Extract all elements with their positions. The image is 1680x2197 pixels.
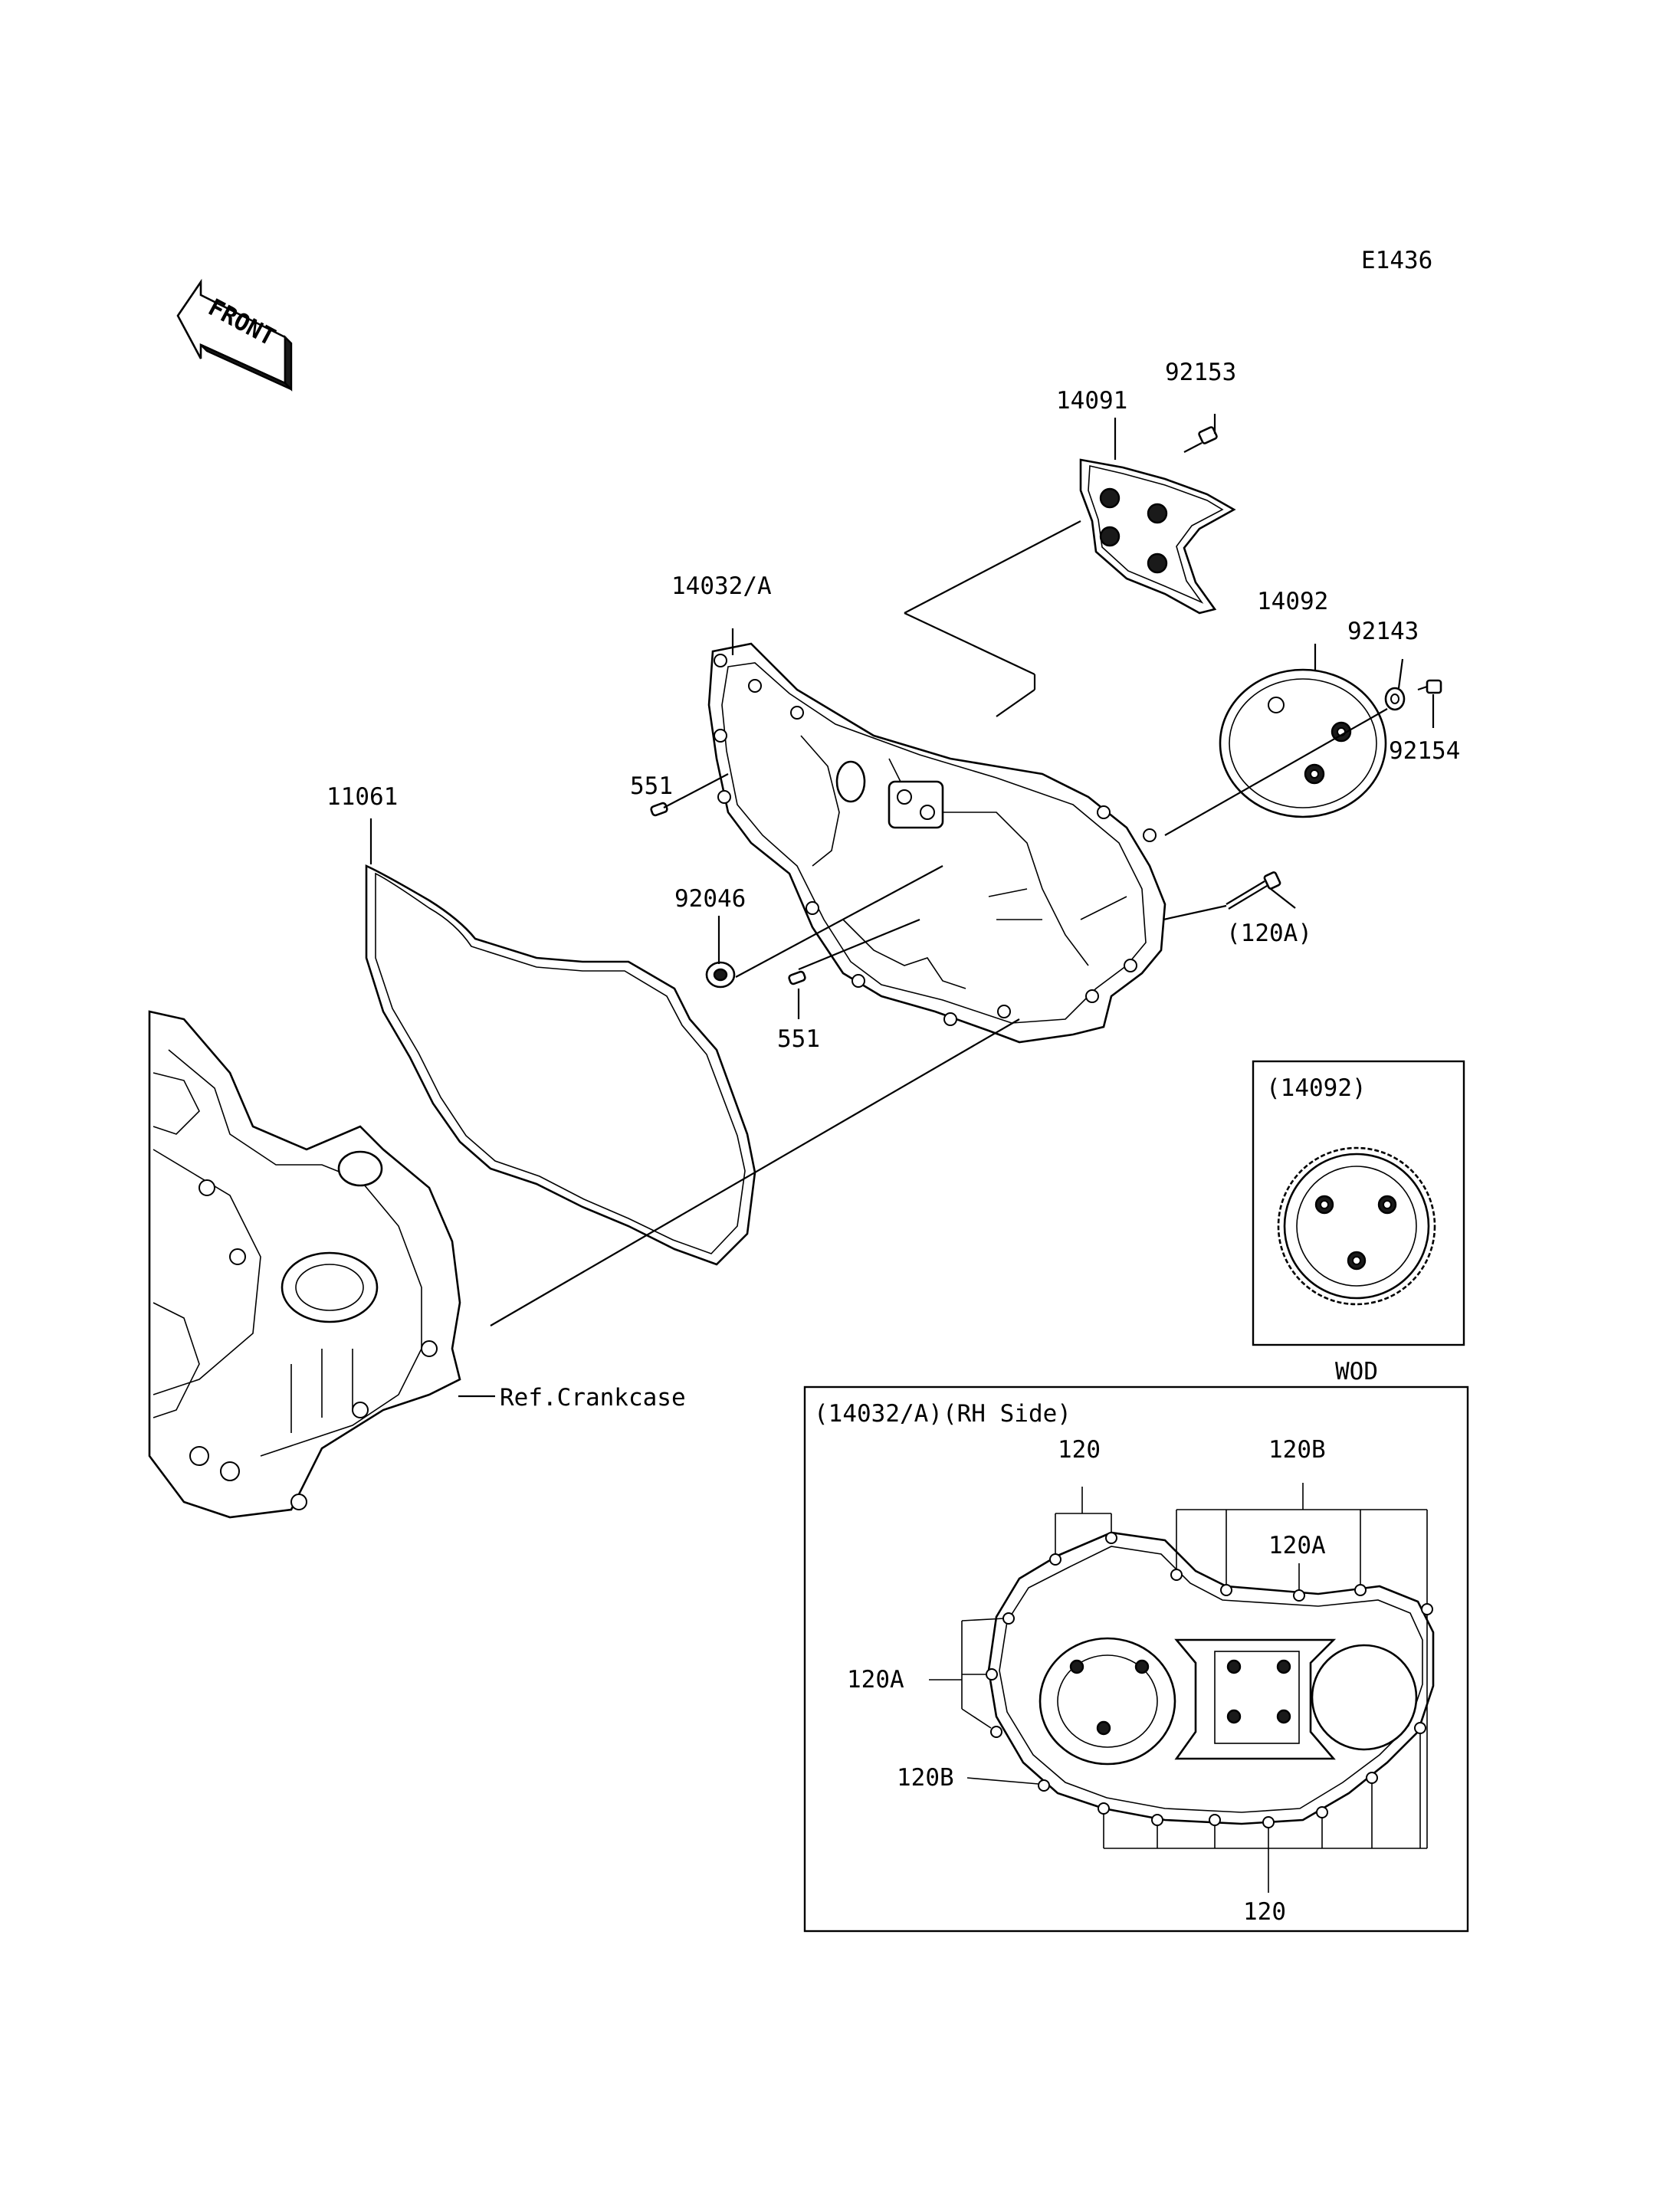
label-11061: 11061 <box>326 783 398 811</box>
label-92153: 92153 <box>1165 359 1236 386</box>
rh-label-120B-top: 120B <box>1268 1436 1326 1464</box>
crankcase-reference <box>148 1010 461 1519</box>
variant-cover-icon <box>1277 1146 1436 1306</box>
label-551-top: 551 <box>630 772 673 800</box>
rh-side-cover-icon <box>986 1531 1435 1828</box>
inset-rh-title: (14032/A)(RH Side) <box>814 1400 1071 1428</box>
label-14032A: 14032/A <box>671 572 772 600</box>
label-92143: 92143 <box>1347 618 1419 645</box>
gasket-11061 <box>365 864 756 1266</box>
inset-rh-side: (14032/A)(RH Side) <box>803 1385 1469 1933</box>
front-arrow-icon: FRONT <box>176 278 293 392</box>
inset-14092-variant: (14092) WOD <box>1252 1060 1465 1385</box>
rh-side-leader-lines <box>929 1483 1428 1893</box>
leader-lines <box>369 414 1435 1398</box>
inset-variant-caption: WOD <box>1335 1358 1378 1385</box>
label-551-bottom: 551 <box>777 1025 820 1053</box>
bearing-92046 <box>705 961 736 989</box>
label-14092: 14092 <box>1257 588 1328 615</box>
inset-variant-title: (14092) <box>1266 1074 1367 1102</box>
bolt-92154 <box>1417 679 1442 694</box>
rh-label-120-top: 120 <box>1058 1436 1101 1464</box>
washer-92143 <box>1384 687 1406 711</box>
label-ref-crankcase: Ref.Crankcase <box>500 1384 686 1412</box>
plate-14091 <box>1079 458 1236 615</box>
rh-label-120A-left: 120A <box>847 1666 904 1694</box>
label-92154: 92154 <box>1389 737 1460 765</box>
label-120A: (120A) <box>1226 920 1312 947</box>
rh-label-120A-top: 120A <box>1268 1532 1326 1559</box>
rh-label-120B-left: 120B <box>897 1764 954 1792</box>
label-92046: 92046 <box>674 885 746 913</box>
clutch-cover-14032A <box>707 642 1166 1044</box>
rh-label-120-bottom: 120 <box>1243 1898 1286 1926</box>
cover-14092 <box>1219 668 1387 818</box>
label-14091: 14091 <box>1056 387 1127 415</box>
dowel-551-top <box>650 802 668 817</box>
dowel-551-bottom <box>788 970 806 985</box>
bolt-120A <box>1226 871 1281 910</box>
diagram-code: E1436 <box>1361 247 1432 274</box>
bolt-92153 <box>1183 426 1218 453</box>
